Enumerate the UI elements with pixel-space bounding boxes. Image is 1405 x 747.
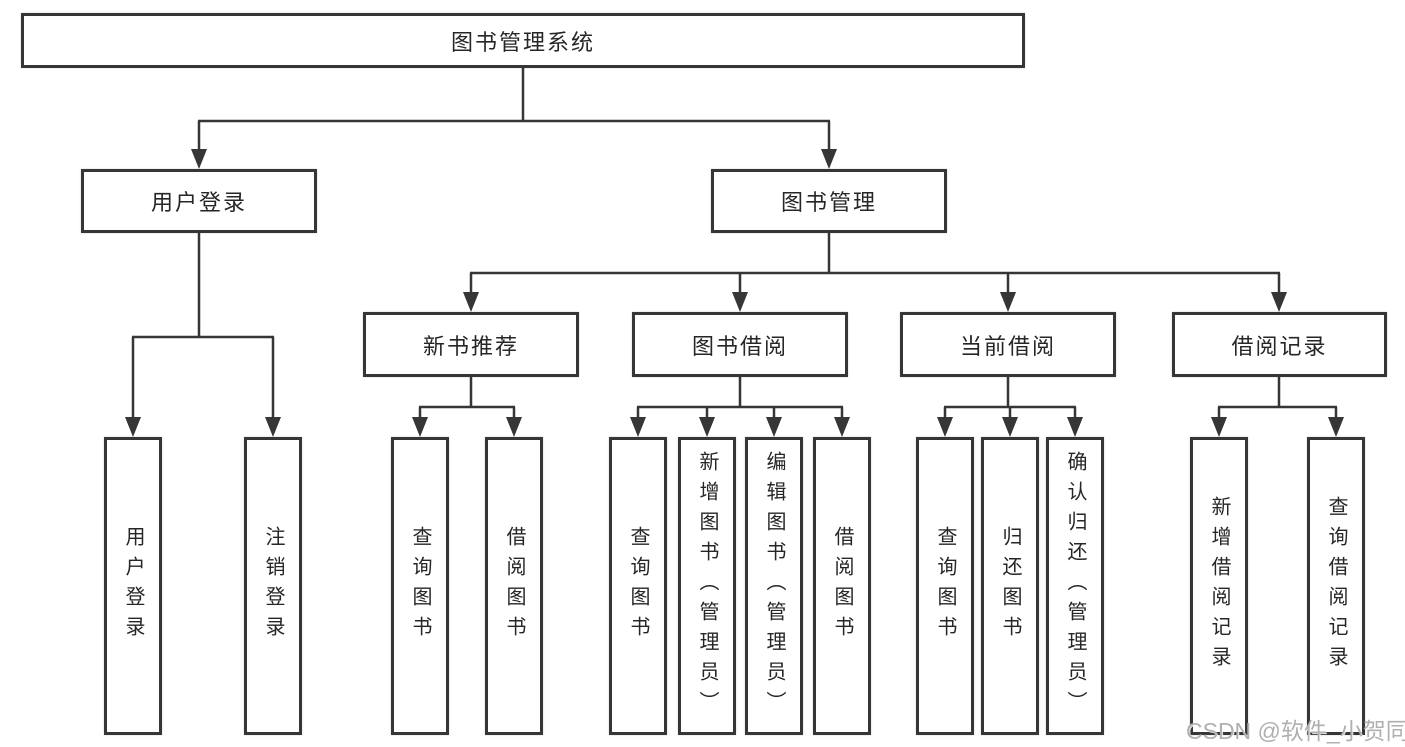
leaf-add-book-admin: 新增图书（管理员）	[678, 437, 736, 735]
leaf-borrow-books-recommend: 借阅图书	[485, 437, 543, 735]
arrowhead	[463, 292, 479, 312]
leaf-add-borrow-record-label: 新增借阅记录	[1208, 496, 1230, 676]
arrowhead	[937, 417, 953, 437]
leaf-add-borrow-record: 新增借阅记录	[1190, 437, 1248, 735]
node-borrowing-records: 借阅记录	[1172, 312, 1387, 377]
arrowhead	[821, 149, 837, 169]
leaf-borrow-books-label: 借阅图书	[831, 526, 853, 646]
leaf-logout-label: 注销登录	[262, 526, 284, 646]
leaf-user-login-label: 用户登录	[122, 526, 144, 646]
leaf-query-books-current-label: 查询图书	[934, 526, 956, 646]
arrowhead	[125, 417, 141, 437]
leaf-logout: 注销登录	[244, 437, 302, 735]
arrowhead	[834, 417, 850, 437]
node-new-book-recommendation: 新书推荐	[363, 312, 579, 377]
leaf-user-login: 用户登录	[104, 437, 162, 735]
leaf-return-book: 归还图书	[981, 437, 1039, 735]
leaf-query-books-recommend: 查询图书	[391, 437, 449, 735]
node-current-borrowing: 当前借阅	[900, 312, 1116, 377]
arrowhead	[1000, 292, 1016, 312]
leaf-add-book-admin-label: 新增图书（管理员）	[696, 451, 718, 721]
arrowhead	[766, 417, 782, 437]
node-book-borrowing: 图书借阅	[632, 312, 848, 377]
arrowhead	[1328, 417, 1344, 437]
arrowhead	[732, 292, 748, 312]
leaf-query-books-borrow-label: 查询图书	[627, 526, 649, 646]
leaf-query-books-recommend-label: 查询图书	[409, 526, 431, 646]
leaf-query-books-borrow: 查询图书	[609, 437, 667, 735]
arrowhead	[630, 417, 646, 437]
leaf-return-book-label: 归还图书	[999, 526, 1021, 646]
arrowhead	[1002, 417, 1018, 437]
node-user-login: 用户登录	[81, 169, 317, 233]
arrowhead	[506, 417, 522, 437]
arrowhead	[265, 417, 281, 437]
leaf-edit-book-admin-label: 编辑图书（管理员）	[763, 451, 785, 721]
arrowhead	[1067, 417, 1083, 437]
arrowhead	[412, 417, 428, 437]
leaf-confirm-return-admin-label: 确认归还（管理员）	[1064, 451, 1086, 721]
node-library-management-system: 图书管理系统	[21, 13, 1025, 68]
arrowhead	[191, 149, 207, 169]
leaf-edit-book-admin: 编辑图书（管理员）	[745, 437, 803, 735]
leaf-query-books-current: 查询图书	[916, 437, 974, 735]
leaf-borrow-books: 借阅图书	[813, 437, 871, 735]
watermark: CSDN @软件_小贺同学	[1186, 718, 1405, 744]
leaf-borrow-books-recommend-label: 借阅图书	[503, 526, 525, 646]
arrowhead	[1211, 417, 1227, 437]
arrowhead	[1271, 292, 1287, 312]
leaf-query-borrow-record-label: 查询借阅记录	[1325, 496, 1347, 676]
leaf-confirm-return-admin: 确认归还（管理员）	[1046, 437, 1104, 735]
node-book-management: 图书管理	[711, 169, 947, 233]
leaf-query-borrow-record: 查询借阅记录	[1307, 437, 1365, 735]
arrowhead	[699, 417, 715, 437]
